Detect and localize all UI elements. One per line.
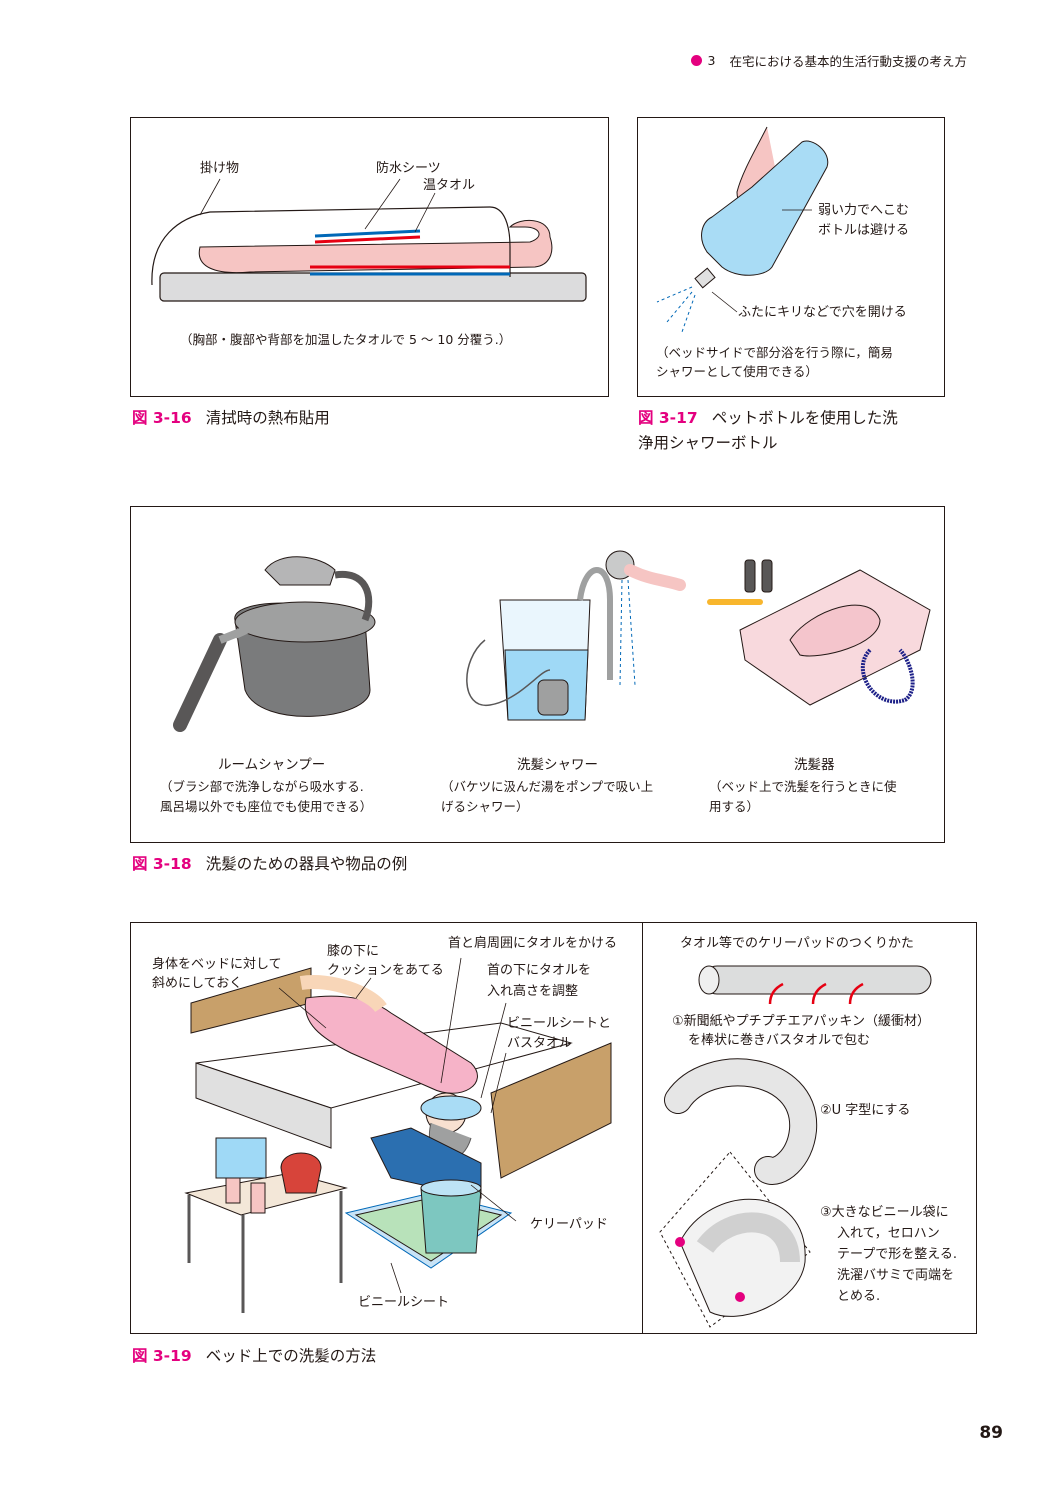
step2-text: ②U 字型にする <box>820 1103 911 1118</box>
fig317-label2: ふたにキリなどで穴を開ける <box>738 305 907 320</box>
hair-washing-basin-illustration <box>707 559 931 706</box>
fig318-caption-text: 洗髪のための器具や物品の例 <box>205 855 408 873</box>
label-warm-towel: 温タオル <box>423 178 476 193</box>
fig317-caption-line2: 浄用シャワーボトル <box>638 434 778 452</box>
item-hair-shower-name: 洗髪シャワー <box>517 757 598 773</box>
label-body-diagonal-1: 身体をベッドに対して <box>152 957 282 972</box>
fig317-caption-line1: ペットボトルを使用した洗 <box>711 409 898 427</box>
fig317-caption-number: 図 3-17 <box>638 409 698 427</box>
step3-line4: 洗濯バサミで両端を <box>837 1268 955 1283</box>
item-hair-basin-desc1: （ベッド上で洗髪を行うときに使 <box>709 779 897 794</box>
fig318-caption: 図 3-18 洗髪のための器具や物品の例 <box>132 851 407 877</box>
step3-line3: テープで形を整える. <box>837 1247 957 1262</box>
kelly-pad-howto-title: タオル等でのケリーパッドのつくりかた <box>680 936 914 951</box>
fig317-caption: 図 3-17 ペットボトルを使用した洗 <box>638 405 898 431</box>
item-room-shampoo-desc2: 風呂場以外でも座位でも使用できる） <box>160 799 373 814</box>
step3-line5: とめる. <box>837 1289 881 1304</box>
fig319-caption-text: ベッド上での洗髪の方法 <box>205 1347 377 1365</box>
fig319-caption: 図 3-19 ベッド上での洗髪の方法 <box>132 1343 376 1369</box>
label-knee-1: 膝の下に <box>327 944 380 959</box>
label-neck-towel-2: 入れ高さを調整 <box>487 984 579 999</box>
fig317-label1-line2: ボトルは避ける <box>818 223 910 238</box>
label-neck-shoulder-towel: 首と肩周囲にタオルをかける <box>448 936 618 951</box>
bed-warm-towel-illustration <box>151 178 587 302</box>
fig318-caption-number: 図 3-18 <box>132 855 192 873</box>
label-knee-2: クッションをあてる <box>327 963 444 978</box>
label-kakemono: 掛け物 <box>200 161 240 176</box>
fig317-label1-line1: 弱い力でへこむ <box>818 203 910 218</box>
fig316-caption-number: 図 3-16 <box>132 409 192 427</box>
item-hair-basin-name: 洗髪器 <box>794 757 835 773</box>
room-shampoo-illustration <box>173 556 376 732</box>
label-vinyl-bath-1: ビニールシートと <box>507 1016 612 1031</box>
chapter-title: 在宅における基本的生活行動支援の考え方 <box>729 54 967 69</box>
label-bousui-sheet: 防水シーツ <box>376 161 441 176</box>
page-number: 89 <box>979 1423 1003 1443</box>
pet-bottle-shower-illustration <box>656 126 829 333</box>
item-hair-shower-desc2: げるシャワー） <box>441 799 529 814</box>
item-room-shampoo-name: ルームシャンプー <box>218 757 326 773</box>
label-neck-towel-1: 首の下にタオルを <box>487 963 592 978</box>
bagged-kelly-pad-illustration <box>659 1151 811 1328</box>
fig317-note-line1: （ベッドサイドで部分浴を行う際に，簡易 <box>656 345 893 360</box>
chapter-number: 3 <box>707 53 716 68</box>
chapter-header: 3 在宅における基本的生活行動支援の考え方 <box>690 51 967 70</box>
item-hair-basin-desc2: 用する） <box>709 799 760 814</box>
step3-line1: ③大きなビニール袋に <box>820 1205 949 1220</box>
bed-hair-wash-scene-illustration <box>184 957 612 1313</box>
label-vinyl-bath-2: バスタオル <box>507 1036 573 1051</box>
item-room-shampoo-desc1: （ブラシ部で洗浄しながら吸水する. <box>160 779 364 794</box>
label-vinyl-sheet: ビニールシート <box>358 1295 450 1310</box>
label-kelly-pad: ケリーパッド <box>530 1217 608 1232</box>
fig316-caption: 図 3-16 清拭時の熱布貼用 <box>132 405 330 431</box>
step1-line1: ①新聞紙やプチプチエアパッキン（緩衝材） <box>672 1014 931 1029</box>
step3-line2: 入れて，セロハン <box>837 1226 940 1241</box>
rolled-towel-illustration <box>698 965 932 1005</box>
item-hair-shower-desc1: （バケツに汲んだ湯をポンプで吸い上 <box>441 779 654 794</box>
figure-3-19-divider <box>642 922 643 1334</box>
fig317-note-line2: シャワーとして使用できる） <box>656 364 818 379</box>
fig316-note: （胸部・腹部や背部を加温したタオルで 5 〜 10 分覆う.） <box>180 332 512 347</box>
step1-line2: を棒状に巻きバスタオルで包む <box>688 1033 871 1048</box>
u-shape-towel-illustration <box>664 1058 818 1185</box>
label-body-diagonal-2: 斜めにしておく <box>152 976 243 991</box>
fig319-caption-number: 図 3-19 <box>132 1347 192 1365</box>
hair-wash-shower-illustration <box>466 550 686 721</box>
bullet-dot-icon <box>690 55 702 66</box>
fig316-caption-text: 清拭時の熱布貼用 <box>205 409 330 427</box>
